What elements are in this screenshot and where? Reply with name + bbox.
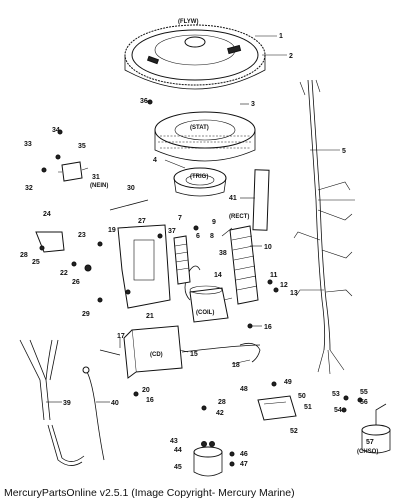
callout-42: 42: [216, 410, 224, 417]
callout-35: 35: [78, 143, 86, 150]
callout-29: 29: [82, 311, 90, 318]
choke-solenoid[interactable]: [361, 403, 391, 454]
callout-18: 18: [232, 362, 240, 369]
leader-lines: [46, 35, 340, 403]
callout-54: 54: [334, 407, 342, 414]
callout-25: 25: [32, 259, 40, 266]
trigger-label: (TRIG): [190, 174, 208, 180]
callout-55: 55: [360, 389, 368, 396]
terminal-block[interactable]: [229, 225, 259, 305]
callout-14: 14: [214, 272, 222, 279]
cd-module[interactable]: [99, 325, 261, 379]
callout-48: 48: [240, 386, 248, 393]
callout-6: 6: [196, 233, 200, 240]
callout-17: 17: [117, 333, 125, 340]
callout-49: 49: [284, 379, 292, 386]
neutral-start-label: (NEIN): [90, 183, 108, 189]
solenoid-bracket[interactable]: [257, 395, 297, 421]
callout-5: 5: [342, 148, 346, 155]
callout-47: 47: [240, 461, 248, 468]
callout-9: 9: [212, 219, 216, 226]
callout-52: 52: [290, 428, 298, 435]
rectifier-label: (RECT): [229, 214, 249, 220]
callout-27: 27: [138, 218, 146, 225]
callout-33: 33: [24, 141, 32, 148]
fasteners: [39, 99, 363, 467]
lead-30[interactable]: [109, 199, 149, 211]
callout-28: 28: [20, 252, 28, 259]
callout-31: 31: [92, 174, 100, 181]
callout-51: 51: [304, 404, 312, 411]
lead-18[interactable]: [239, 342, 261, 363]
choke-solenoid-label: (CHSO): [357, 449, 378, 455]
flywheel-label: (FLYW): [178, 19, 198, 25]
callout-7: 7: [178, 215, 182, 222]
mounting-plate[interactable]: [117, 224, 171, 309]
callout-8: 8: [210, 233, 214, 240]
callout-16b: 16: [146, 397, 154, 404]
callout-50: 50: [298, 393, 306, 400]
ignition-coil[interactable]: [184, 265, 229, 323]
callout-56: 56: [360, 399, 368, 406]
callout-4: 4: [153, 157, 157, 164]
neutral-start-switch[interactable]: [58, 161, 89, 182]
trigger[interactable]: [173, 167, 227, 197]
callout-10: 10: [264, 244, 272, 251]
callout-15: 15: [190, 351, 198, 358]
callout-3: 3: [251, 101, 255, 108]
callout-19: 19: [108, 227, 116, 234]
callout-13: 13: [290, 290, 298, 297]
callout-57: 57: [366, 439, 374, 446]
callout-23: 23: [78, 232, 86, 239]
callout-30: 30: [127, 185, 135, 192]
ground-cable[interactable]: [82, 366, 105, 461]
callout-38: 38: [219, 250, 227, 257]
coil-label: (COIL): [196, 310, 214, 316]
callout-16: 16: [264, 324, 272, 331]
callout-11: 11: [270, 272, 278, 279]
stator[interactable]: [154, 111, 256, 162]
callout-24: 24: [43, 211, 51, 218]
callout-53: 53: [332, 391, 340, 398]
callout-21: 21: [146, 313, 154, 320]
callout-45: 45: [174, 464, 182, 471]
callout-43: 43: [170, 438, 178, 445]
callout-numbers: 1 2 3 4 5 6 7 8 9 10 11 12 13 14 15 16 1…: [20, 33, 374, 471]
starter-solenoid[interactable]: [193, 441, 223, 477]
rectifier-plate[interactable]: [252, 169, 270, 231]
callout-12: 12: [280, 282, 288, 289]
callout-44: 44: [174, 447, 182, 454]
callout-39: 39: [63, 400, 71, 407]
callout-36: 36: [140, 98, 148, 105]
callout-2: 2: [289, 53, 293, 60]
callout-40: 40: [111, 400, 119, 407]
callout-1: 1: [279, 33, 283, 40]
callout-26: 26: [72, 279, 80, 286]
stator-label: (STAT): [190, 125, 209, 131]
callout-22: 22: [60, 270, 68, 277]
callout-28b: 28: [218, 399, 226, 406]
callout-37: 37: [168, 228, 176, 235]
footer-caption: MercuryPartsOnline v2.5.1 (Image Copyrig…: [4, 487, 295, 499]
callout-41: 41: [229, 195, 237, 202]
battery-cable[interactable]: [19, 339, 85, 466]
wiring-harness[interactable]: [293, 79, 355, 375]
spark-coil-stack[interactable]: [173, 235, 191, 285]
callout-34: 34: [52, 127, 60, 134]
callout-46: 46: [240, 451, 248, 458]
callout-32: 32: [25, 185, 33, 192]
flywheel[interactable]: [124, 24, 266, 90]
cd-module-label: (CD): [150, 352, 163, 358]
callout-20: 20: [142, 387, 150, 394]
